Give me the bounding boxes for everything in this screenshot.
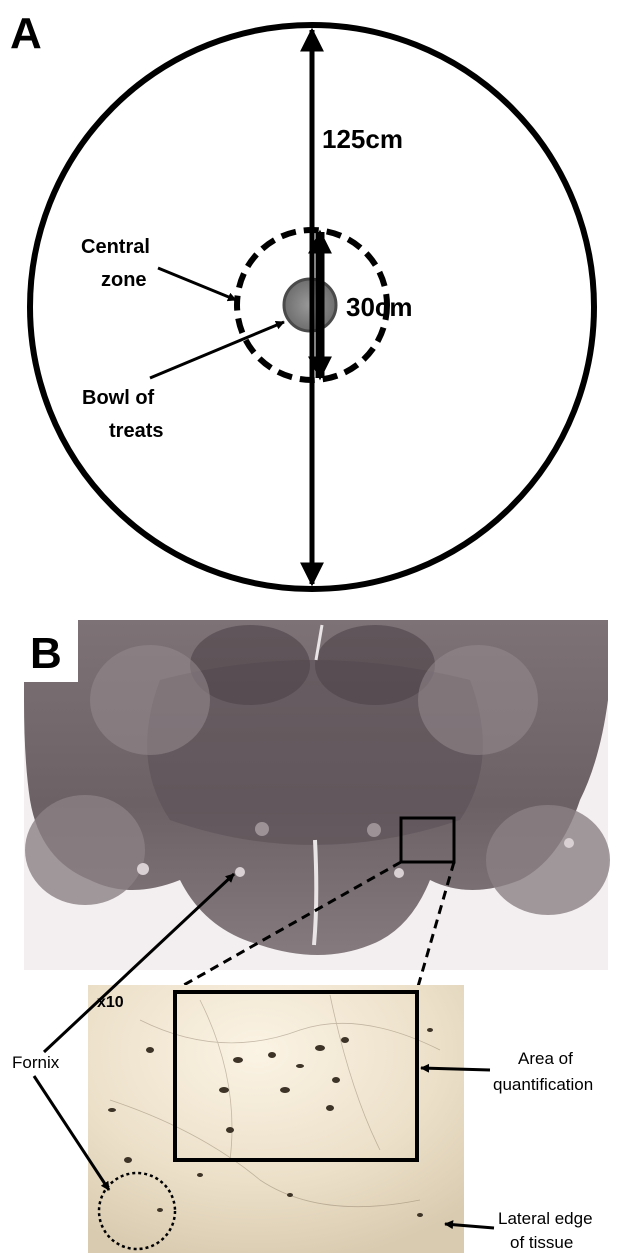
diameter-125cm-label: 125cm [322, 124, 403, 154]
area-arrow [421, 1068, 490, 1070]
central-zone-label-line1: Central [81, 236, 150, 258]
area-label-line1: Area of [518, 1049, 573, 1068]
fornix-label: Fornix [12, 1053, 60, 1072]
panel-a: A 125cm 30cm Central zone Bowl of treats [10, 9, 594, 589]
central-zone-pointer-arrow [158, 268, 236, 300]
area-label-line2: quantification [493, 1075, 593, 1094]
edge-label-line2: of tissue [510, 1233, 573, 1252]
panel-a-letter: A [10, 9, 42, 58]
brain-section-photo [24, 620, 610, 970]
microscope-inset: x10 [88, 985, 464, 1253]
central-zone-label-line2: zone [101, 269, 147, 291]
bowl-label-line1: Bowl of [82, 387, 155, 409]
bowl-pointer-arrow [150, 322, 284, 378]
bowl-label-line2: treats [109, 420, 163, 442]
panel-b-letter: B [30, 629, 62, 678]
panel-b: B [12, 620, 610, 1253]
diameter-30cm-label: 30cm [346, 292, 413, 322]
edge-label-line1: Lateral edge [498, 1209, 593, 1228]
